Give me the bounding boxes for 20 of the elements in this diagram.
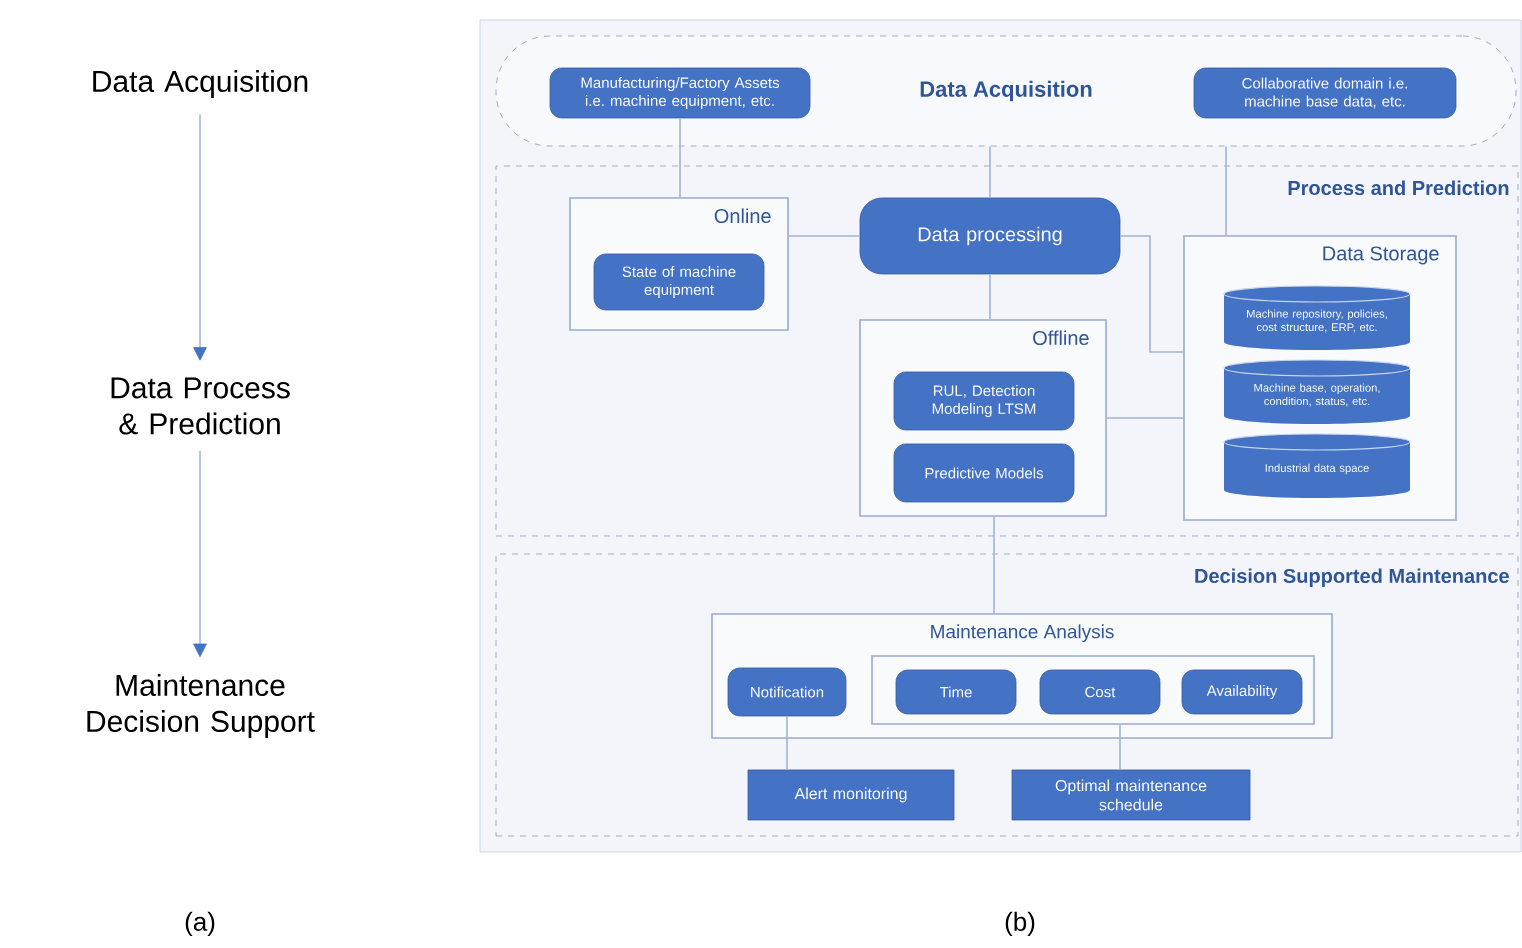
stage-label: Data Process & Prediction — [111, 377, 290, 435]
connector-line — [679, 117, 681, 198]
connector-line — [1106, 417, 1184, 419]
connector-line — [788, 235, 861, 237]
connector-line — [989, 273, 991, 320]
connector-line — [1119, 235, 1184, 353]
process-box: Optimal maintenance schedule — [1011, 769, 1251, 821]
connector-line — [989, 145, 991, 199]
connector-line — [993, 516, 995, 614]
rounded-box: Data processing — [859, 197, 1121, 275]
stage-label: Maintenance Decision Support — [87, 674, 315, 738]
arrow — [193, 113, 207, 361]
connector-line — [1225, 145, 1227, 236]
connector-line — [786, 715, 788, 771]
panel-label: (b) — [1005, 911, 1035, 937]
panel-label: (a) — [185, 911, 215, 937]
process-box: Alert monitoring — [747, 769, 955, 821]
connector-line — [1119, 724, 1121, 771]
arrow — [193, 450, 207, 658]
stage-label: Data Acquisition — [93, 70, 308, 98]
